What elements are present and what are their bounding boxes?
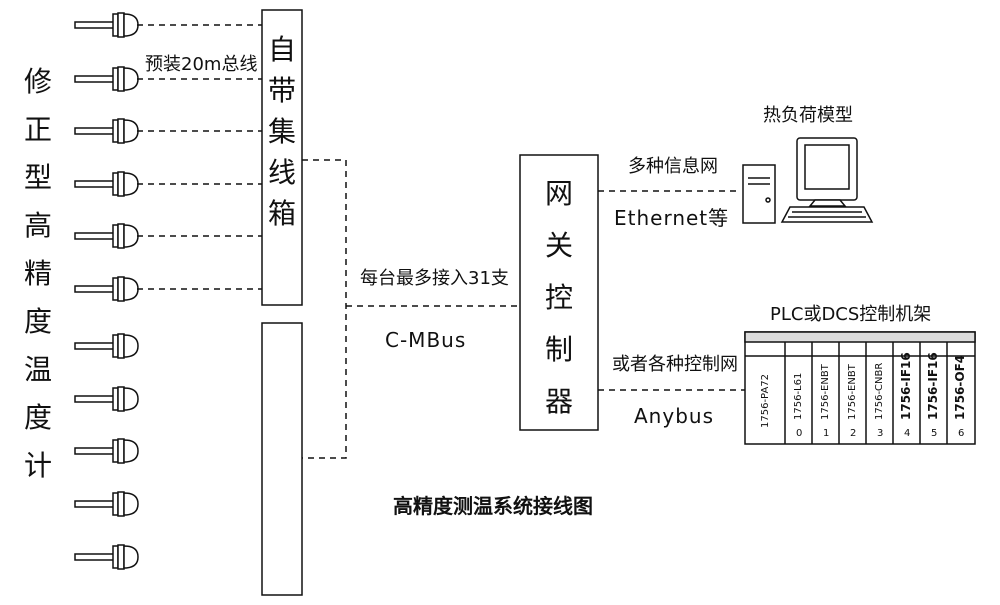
rack-module-label: 1756-OF4 bbox=[953, 354, 967, 420]
title-char: 修 bbox=[23, 65, 52, 98]
gateway-char: 关 bbox=[544, 229, 573, 262]
info-net-label: 多种信息网 bbox=[628, 156, 718, 177]
rack-slot-number: 4 bbox=[904, 428, 911, 439]
gateway-char: 网 bbox=[544, 177, 573, 210]
temperature-sensor-icon bbox=[74, 66, 139, 92]
temperature-sensor-icon bbox=[74, 491, 139, 517]
gateway-char: 制 bbox=[544, 333, 573, 366]
box-char: 线 bbox=[267, 156, 296, 189]
diagram-caption: 高精度测温系统接线图 bbox=[393, 494, 593, 518]
gateway-char: 器 bbox=[544, 385, 573, 418]
box-char: 箱 bbox=[267, 197, 296, 230]
left-vertical-title: 修 正 型 高 精 度 温 度 计 bbox=[20, 60, 56, 492]
control-net-label: 或者各种控制网 bbox=[612, 354, 738, 375]
temperature-sensor-icon bbox=[74, 333, 139, 359]
rack-slot-number: 0 bbox=[796, 428, 803, 439]
thermal-model-label: 热负荷模型 bbox=[763, 105, 853, 126]
title-char: 精 bbox=[23, 257, 52, 290]
junction-box-label: 自 带 集 线 箱 bbox=[260, 28, 304, 233]
rack-slot-number: 6 bbox=[958, 428, 965, 439]
rack-slot-number: 1 bbox=[823, 428, 830, 439]
plc-rack-label: PLC或DCS控制机架 bbox=[770, 304, 932, 325]
rack-module-label: 1756-PA72 bbox=[760, 373, 771, 428]
box-char: 自 bbox=[267, 33, 296, 66]
temperature-sensor-icon bbox=[74, 171, 139, 197]
title-char: 正 bbox=[23, 113, 52, 146]
rack-slot-number: 3 bbox=[877, 428, 884, 439]
title-char: 计 bbox=[23, 449, 52, 482]
rack-module-label: 1756-ENBT bbox=[820, 364, 831, 420]
bus-label: C-MBus bbox=[385, 328, 467, 352]
box-char: 带 bbox=[267, 74, 296, 107]
ethernet-label: Ethernet等 bbox=[614, 206, 730, 230]
prewire-label: 预装20m总线 bbox=[145, 54, 258, 75]
temperature-sensor-icon bbox=[74, 276, 139, 302]
gateway-label: 网 关 控 制 器 bbox=[537, 172, 581, 432]
junction-box-upper bbox=[261, 9, 303, 306]
per-unit-label: 每台最多接入31支 bbox=[360, 268, 509, 289]
temperature-sensor-icon bbox=[74, 12, 139, 38]
anybus-label: Anybus bbox=[634, 404, 714, 428]
title-char: 高 bbox=[23, 209, 52, 242]
rack-module-label: 1756-IF16 bbox=[899, 352, 913, 420]
temperature-sensor-icon bbox=[74, 118, 139, 144]
title-char: 度 bbox=[23, 305, 52, 338]
rack-module-label: 1756-ENBT bbox=[847, 364, 858, 420]
rack-slot-number: 5 bbox=[931, 428, 938, 439]
gateway-char: 控 bbox=[544, 281, 573, 314]
temperature-sensor-icon bbox=[74, 223, 139, 249]
gateway-box bbox=[519, 154, 599, 431]
title-char: 型 bbox=[23, 161, 52, 194]
box-char: 集 bbox=[267, 115, 296, 148]
temperature-sensor-icon bbox=[74, 386, 139, 412]
rack-module-label: 1756-L61 bbox=[793, 372, 804, 420]
rack-module-label: 1756-IF16 bbox=[926, 352, 940, 420]
title-char: 温 bbox=[23, 353, 52, 386]
temperature-sensor-icon bbox=[74, 544, 139, 570]
rack-slot-number: 2 bbox=[850, 428, 857, 439]
title-char: 度 bbox=[23, 401, 52, 434]
junction-box-lower bbox=[261, 322, 303, 596]
temperature-sensor-icon bbox=[74, 438, 139, 464]
computer-icon bbox=[742, 137, 874, 224]
rack-module-label: 1756-CNBR bbox=[874, 362, 885, 420]
plc-rack bbox=[744, 331, 976, 445]
